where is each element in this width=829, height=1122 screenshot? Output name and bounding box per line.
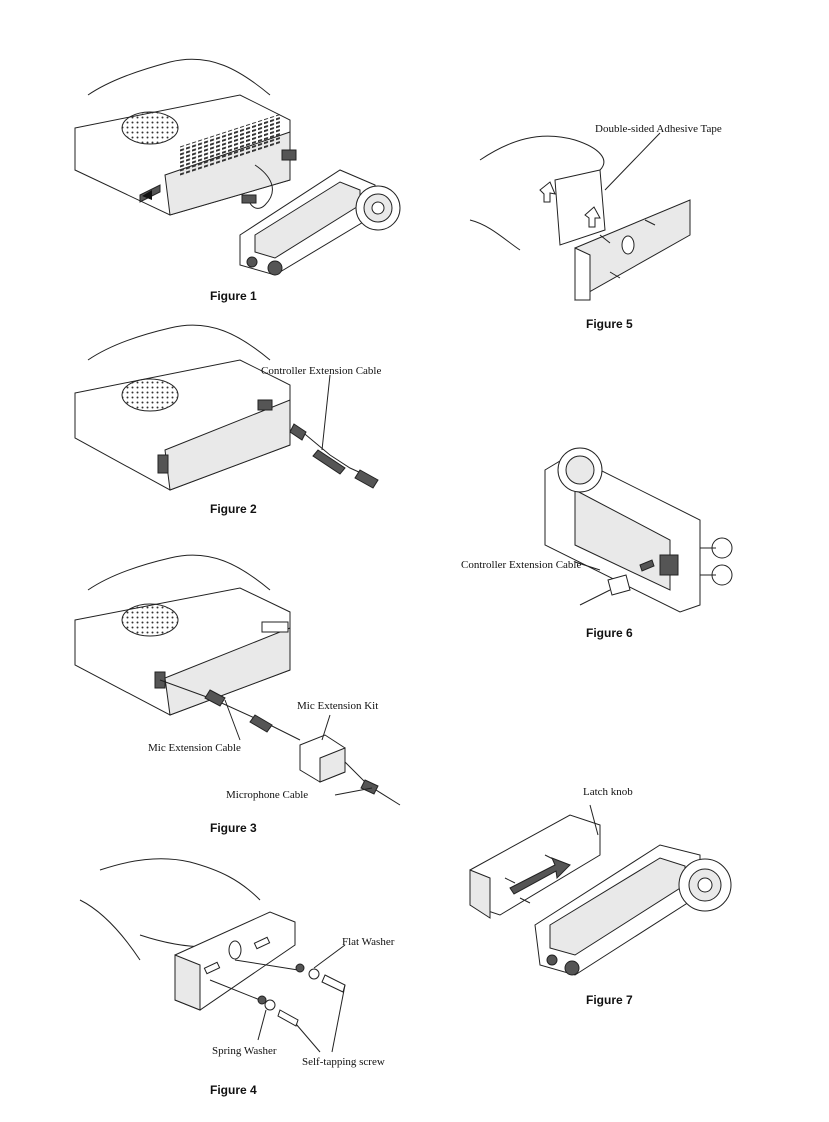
figure-6-controller-extension-cable-label: Controller Extension Cable	[461, 559, 582, 571]
figure-6-illustration	[544, 447, 733, 613]
figure-5-illustration	[469, 132, 691, 301]
figure-4-illustration	[79, 858, 346, 1053]
figure-3-mic-extension-cable-label: Mic Extension Cable	[148, 742, 241, 754]
figure-7-latch-knob-label: Latch knob	[583, 786, 633, 798]
figure-2-illustration	[74, 324, 379, 491]
figure-5-caption: Figure 5	[586, 317, 633, 331]
figure-4-caption: Figure 4	[210, 1083, 257, 1097]
figure-3-illustration	[74, 554, 401, 806]
figure-1-illustration	[74, 58, 401, 276]
figure-2-caption: Figure 2	[210, 502, 257, 516]
figure-4-flat-washer-label: Flat Washer	[342, 936, 395, 948]
figure-7-caption: Figure 7	[586, 993, 633, 1007]
figure-3-mic-extension-kit-label: Mic Extension Kit	[297, 700, 379, 712]
figure-3-microphone-cable-label: Microphone Cable	[226, 789, 309, 801]
figure-7-illustration	[469, 804, 732, 976]
figure-2-controller-extension-cable-label: Controller Extension Cable	[261, 365, 382, 377]
figure-5-double-sided-adhesive-tape-label: Double-sided Adhesive Tape	[595, 123, 722, 135]
figure-4-self-tapping-screw-label: Self-tapping screw	[302, 1056, 385, 1068]
figure-6-caption: Figure 6	[586, 626, 633, 640]
figure-3-caption: Figure 3	[210, 821, 257, 835]
figure-1-caption: Figure 1	[210, 289, 257, 303]
figure-4-spring-washer-label: Spring Washer	[212, 1045, 277, 1057]
